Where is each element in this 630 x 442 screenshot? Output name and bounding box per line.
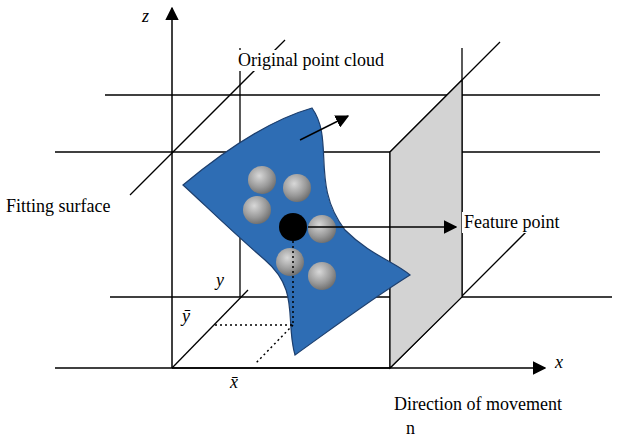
- coordinate-label: ȳ: [180, 306, 192, 327]
- x-axis: [172, 367, 545, 369]
- feature-point: [279, 213, 307, 241]
- axis-label: z: [140, 6, 151, 27]
- projection-lines: [215, 241, 293, 364]
- caption-letter: n: [404, 418, 417, 439]
- point-cloud: [243, 166, 336, 290]
- callout-label: Feature point: [462, 212, 561, 233]
- callout-label: Original point cloud: [236, 50, 386, 71]
- callout-label: Fitting surface: [4, 196, 112, 217]
- z-axis: [171, 8, 173, 368]
- axis-label: y: [214, 270, 226, 291]
- leader-arrow: [308, 226, 456, 228]
- axis-label: x: [553, 352, 565, 373]
- coordinate-label: x̄: [228, 372, 240, 393]
- movement-plane: [390, 80, 462, 368]
- fitting-surface: [183, 108, 410, 355]
- leader-arrow: [300, 116, 348, 140]
- grid-lines: [55, 40, 612, 368]
- callout-label: Direction of movement: [392, 394, 564, 415]
